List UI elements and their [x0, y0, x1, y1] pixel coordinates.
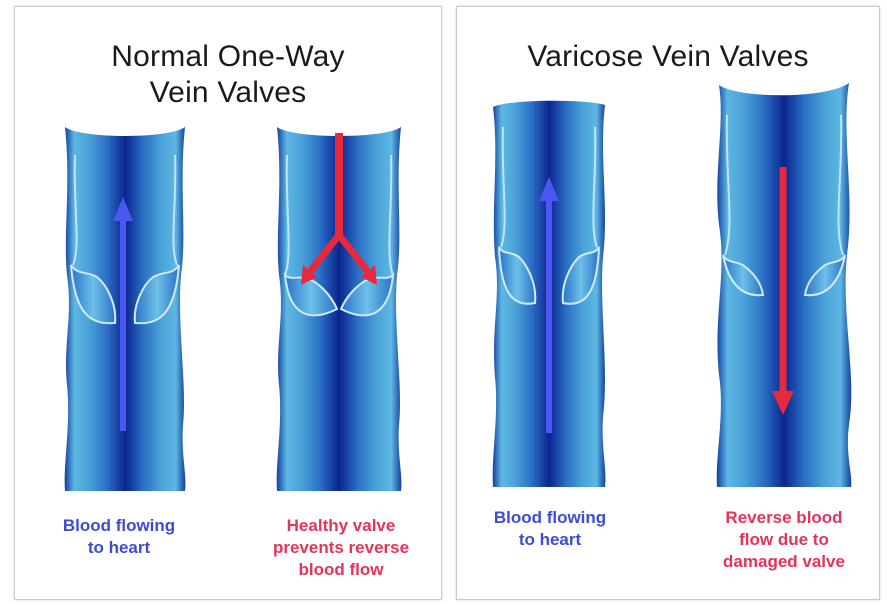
caption-line: prevents reverse: [243, 537, 439, 559]
varicose-vein-reverseflow: [709, 75, 859, 489]
varicose-valves-panel: Varicose Vein Valves Blood flowing to he…: [456, 6, 880, 600]
normal-vein-upflow: [61, 125, 189, 493]
normal-title-line2: Vein Valves: [15, 75, 441, 111]
caption-line: flow due to: [689, 529, 879, 551]
varicose-left-caption: Blood flowing to heart: [457, 507, 643, 551]
normal-title-line1: Normal One-Way: [15, 39, 441, 75]
varicose-panel-title: Varicose Vein Valves: [457, 39, 879, 75]
caption-line: Blood flowing: [457, 507, 643, 529]
caption-line: to heart: [457, 529, 643, 551]
normal-left-caption: Blood flowing to heart: [29, 515, 209, 559]
caption-line: damaged valve: [689, 551, 879, 573]
varicose-right-caption: Reverse blood flow due to damaged valve: [689, 507, 879, 573]
normal-right-caption: Healthy valve prevents reverse blood flo…: [243, 515, 439, 581]
normal-panel-title: Normal One-Way Vein Valves: [15, 39, 441, 111]
caption-line: Healthy valve: [243, 515, 439, 537]
caption-line: to heart: [29, 537, 209, 559]
varicose-vein-upflow: [487, 97, 611, 489]
caption-line: blood flow: [243, 559, 439, 581]
normal-vein-healthy-valve: [273, 125, 405, 493]
caption-line: Blood flowing: [29, 515, 209, 537]
caption-line: Reverse blood: [689, 507, 879, 529]
normal-valves-panel: Normal One-Way Vein Valves Blood flowing…: [14, 6, 442, 600]
